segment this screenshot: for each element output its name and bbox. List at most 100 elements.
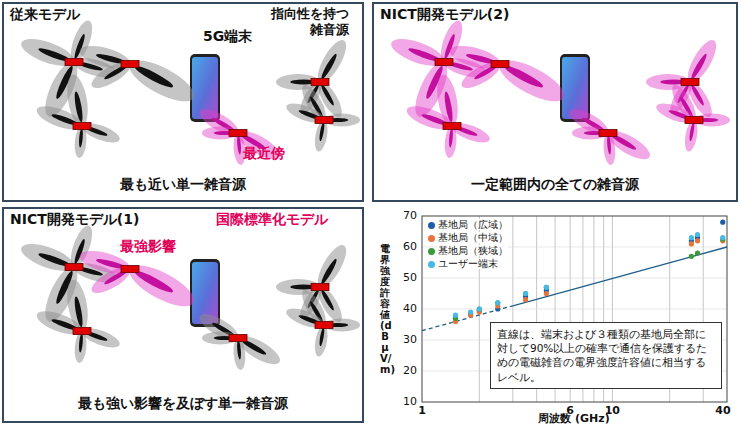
panel-tag: 国際標準化モデル (216, 211, 328, 228)
noise-source (388, 18, 489, 121)
limit-line (513, 247, 727, 306)
y-tick: 40 (403, 302, 417, 315)
noise-source-body (65, 264, 83, 271)
noise-source (284, 82, 360, 153)
grid-line (422, 278, 727, 279)
noise-source-body (599, 130, 617, 137)
panel-title: 従来モデル (10, 6, 80, 23)
noise-source (654, 82, 730, 153)
highlight-label: 最強影響 (120, 238, 176, 255)
x-tick: 1 (418, 404, 426, 417)
noise-source-body (315, 117, 333, 124)
noise-source (34, 73, 122, 158)
noise-source (77, 42, 199, 110)
noise-source-body (491, 61, 509, 68)
legend-swatch (428, 235, 435, 242)
lobe-core (78, 128, 83, 147)
noise-source-body (681, 79, 699, 86)
legend-text: 基地局（広域） (438, 219, 508, 230)
data-point (689, 241, 694, 246)
noise-source-body (65, 59, 83, 66)
legend-swatch (428, 261, 435, 268)
data-point (523, 291, 528, 296)
data-point (720, 235, 725, 240)
noise-source-body (315, 322, 333, 329)
panel-caption: 最も近い単一雑音源 (116, 176, 250, 193)
data-point (720, 220, 725, 225)
x-tick: 40 (715, 404, 730, 417)
model-panel: NICT開発モデル(2) 一定範囲内の全ての雑音源 (372, 2, 738, 202)
lobe-core (78, 333, 83, 352)
lobe-core (690, 53, 709, 81)
noise-source (447, 42, 569, 110)
legend-swatch (428, 248, 435, 255)
noise-source-body (229, 335, 247, 342)
lobe-core (236, 340, 241, 359)
legend-text: ユーザー端末 (438, 258, 498, 269)
noise-source (566, 104, 654, 165)
legend-text: 基地局（中域） (438, 232, 508, 243)
lobe-core (606, 135, 611, 154)
lobe-core (320, 53, 339, 81)
lobe-core (319, 327, 326, 347)
noise-source-body (443, 123, 461, 130)
legend-swatch (428, 222, 435, 229)
noise-source-body (73, 328, 91, 335)
data-point (695, 238, 700, 243)
axis-title: 周波数 (GHz) (538, 412, 610, 425)
y-tick: 60 (403, 240, 417, 253)
plot-frame (422, 216, 727, 402)
radiation-lobe (232, 337, 246, 370)
legend-row: 基地局（狭域） (428, 245, 508, 257)
note-text: 直線は、端末および３種類の基地局全部に対して90%以上の確率で通信を保護するため… (497, 327, 715, 384)
data-point (695, 232, 700, 237)
data-point (477, 306, 482, 311)
noise-source-body (229, 130, 247, 137)
panel-caption: 最も強い影響を及ぼす単一雑音源 (74, 395, 292, 412)
radiation-lobe (313, 324, 330, 358)
noise-source (196, 309, 284, 370)
data-point (477, 306, 482, 311)
noise-source-body (311, 79, 329, 86)
noise-source-body (121, 61, 139, 68)
noise-source-body (73, 123, 91, 130)
panel-title: NICT開発モデル(2) (380, 6, 509, 23)
legend-text: 基地局（狭域） (438, 245, 508, 256)
terminal-label: 5G端末 (203, 28, 252, 45)
radiation-lobe (683, 119, 700, 153)
legend-row: 基地局（広域） (428, 219, 508, 231)
noise-source-body (685, 117, 703, 124)
y-tick: 10 (403, 395, 417, 408)
note-box: 直線は、端末および３種類の基地局全部に対して90%以上の確率で通信を保護するため… (490, 322, 722, 389)
legend-row: 基地局（中域） (428, 232, 508, 244)
radiation-lobe (313, 119, 330, 153)
data-point (544, 285, 549, 290)
data-point (689, 254, 694, 259)
model-panel: NICT開発モデル(1)国際標準化モデル最も強い影響を及ぼす単一雑音源 (2, 207, 364, 423)
data-point (689, 235, 694, 240)
radiation-lobe (602, 132, 616, 165)
noise-source-label: 指向性を持つ雑音源 (268, 6, 349, 37)
data-point (468, 310, 473, 315)
noise-source (284, 287, 360, 358)
data-point (544, 285, 549, 290)
noise-source-body (435, 59, 453, 66)
y-tick: 70 (403, 209, 417, 222)
data-point (695, 251, 700, 256)
panel-caption: 一定範囲内の全ての雑音源 (467, 176, 643, 193)
data-point (523, 291, 528, 296)
noise-source (34, 278, 122, 363)
axis-title: 電界強度許容値 (dBμV/m) (380, 243, 390, 375)
lobe-core (689, 122, 696, 142)
noise-source-body (311, 284, 329, 291)
noise-source-body (121, 266, 139, 273)
data-point (453, 313, 458, 318)
lobe-core (320, 258, 339, 286)
noise-source (18, 223, 119, 326)
noise-source (77, 247, 199, 315)
lobe-core (236, 135, 241, 154)
noise-source (404, 73, 492, 158)
lobe-core (448, 128, 453, 147)
legend-row: ユーザー端末 (428, 258, 498, 270)
